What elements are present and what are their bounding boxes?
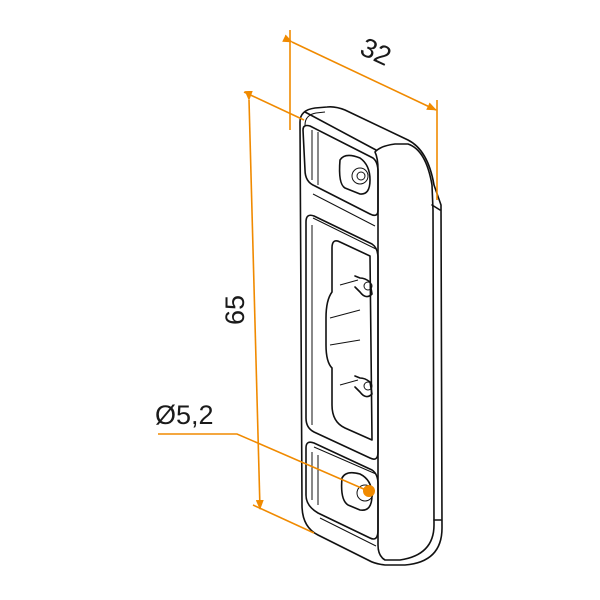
- dimension-hole: Ø5,2: [155, 400, 375, 497]
- part-outline: [299, 106, 443, 566]
- leader-line: [158, 433, 367, 491]
- height-label: 65: [220, 295, 250, 325]
- width-label: 32: [356, 32, 396, 72]
- hole-diameter-label: Ø5,2: [155, 400, 214, 430]
- dimension-line: [244, 90, 264, 510]
- dimension-line: [282, 34, 437, 111]
- extension-line: [243, 91, 305, 121]
- dimension-height: 65: [220, 90, 315, 534]
- hole-marker: [363, 485, 375, 497]
